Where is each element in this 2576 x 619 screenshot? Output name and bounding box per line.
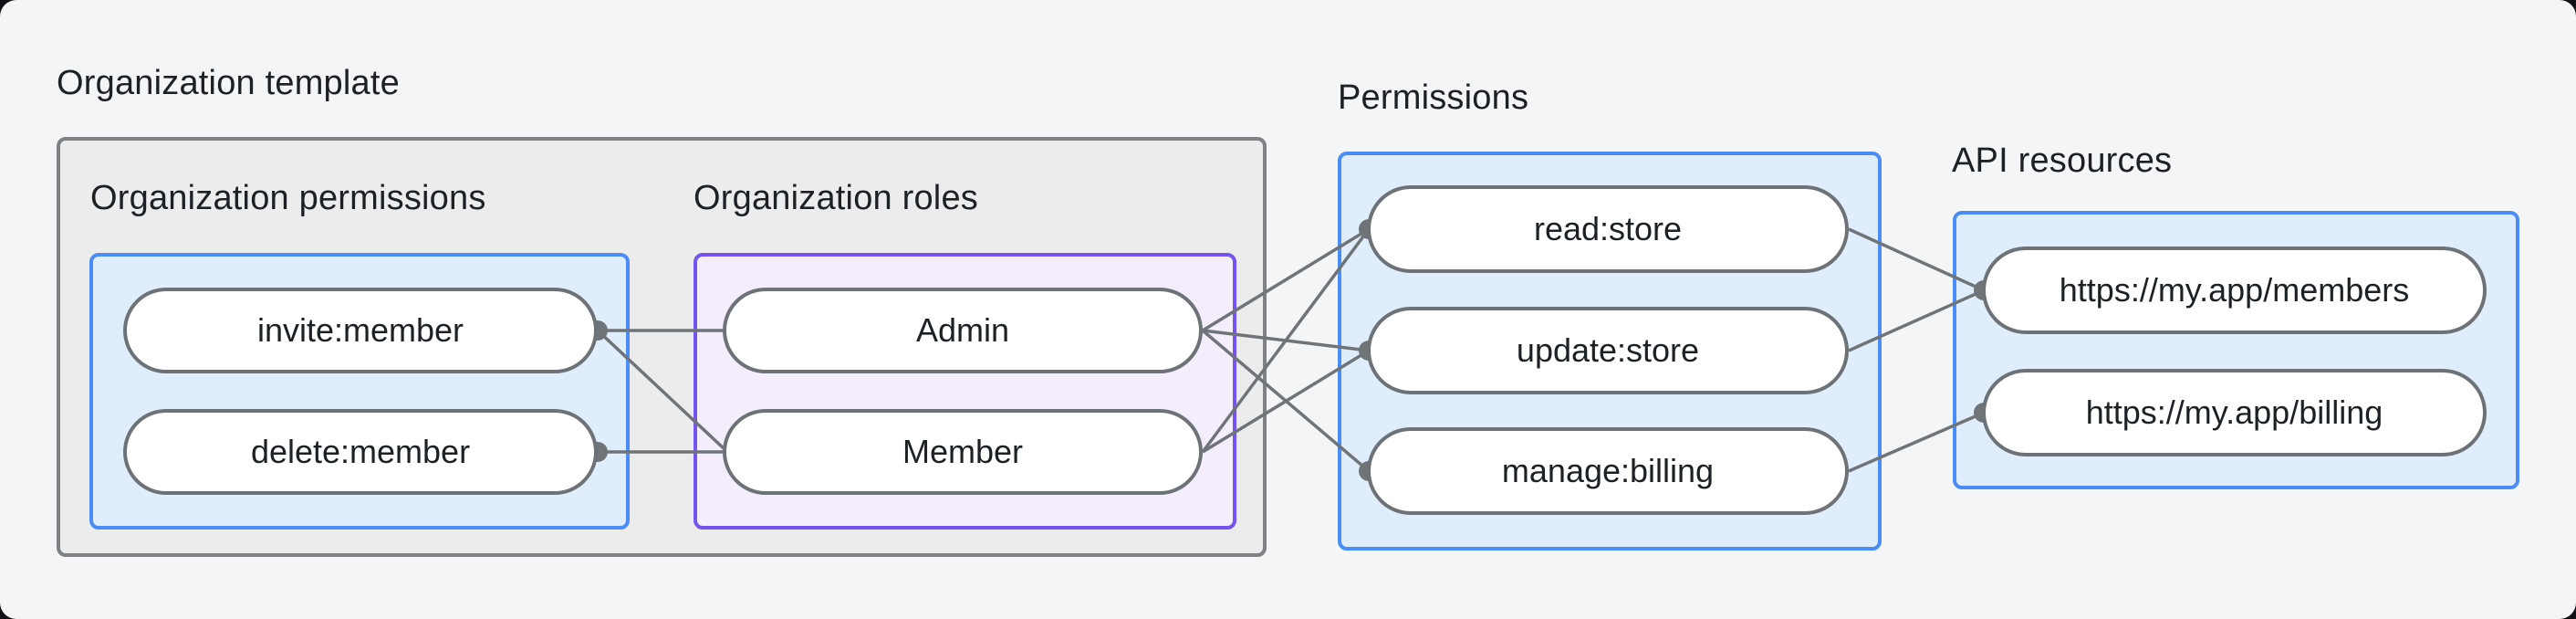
org-roles-label: Organization roles bbox=[694, 179, 978, 217]
node-read-store: read:store bbox=[1367, 185, 1849, 273]
node-api-billing: https://my.app/billing bbox=[1982, 369, 2487, 456]
org-template-label: Organization template bbox=[57, 64, 400, 102]
org-permissions-label: Organization permissions bbox=[90, 179, 486, 217]
node-api-members: https://my.app/members bbox=[1982, 247, 2487, 334]
node-delete-member: delete:member bbox=[123, 409, 598, 495]
permissions-label: Permissions bbox=[1338, 79, 1529, 117]
node-invite-member: invite:member bbox=[123, 288, 598, 373]
node-manage-billing: manage:billing bbox=[1367, 427, 1849, 515]
node-admin: Admin bbox=[723, 288, 1203, 373]
node-update-store: update:store bbox=[1367, 307, 1849, 394]
node-member: Member bbox=[723, 409, 1203, 495]
api-resources-label: API resources bbox=[1952, 142, 2173, 180]
